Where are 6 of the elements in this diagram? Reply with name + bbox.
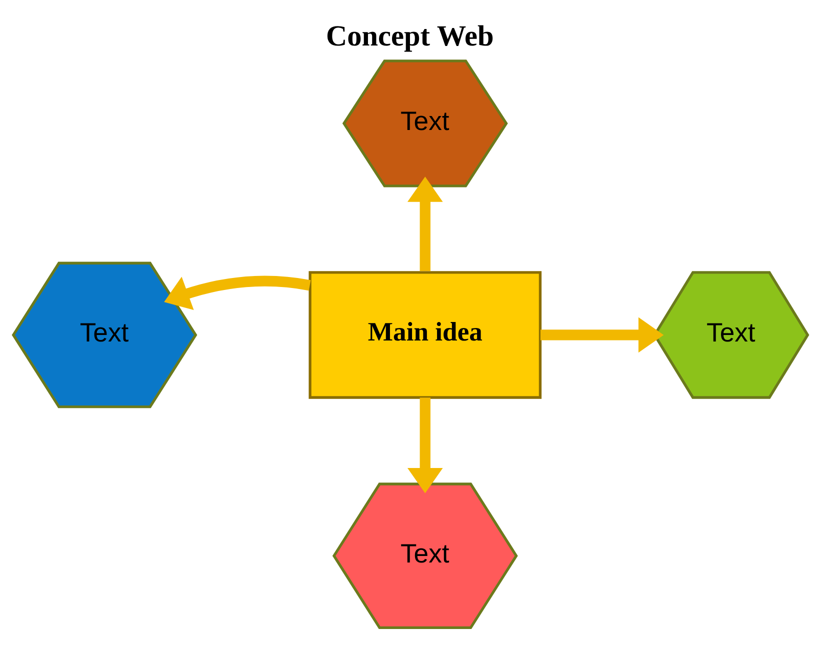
arrow [407, 176, 443, 272]
arrow [164, 276, 311, 310]
node-box: Main idea [308, 271, 542, 399]
arrow [407, 398, 443, 494]
diagram-title: Concept Web [326, 20, 494, 53]
arrow [540, 317, 664, 353]
